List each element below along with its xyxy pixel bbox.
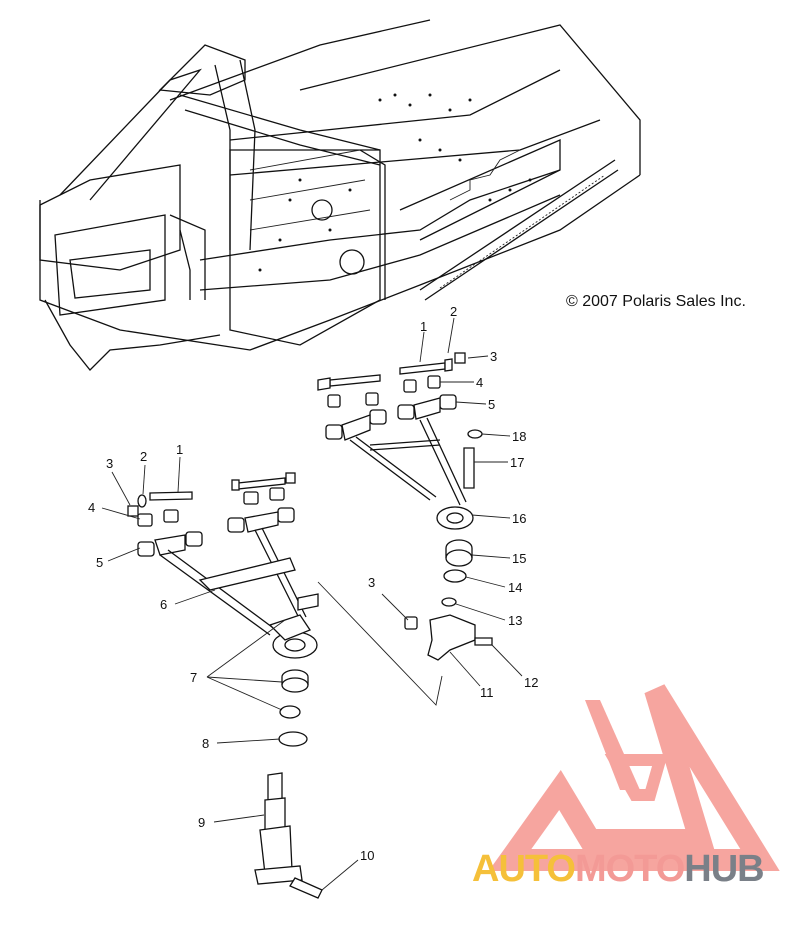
copyright-text: © 2007 Polaris Sales Inc.	[566, 293, 746, 310]
brand-part-moto: MOTO	[574, 848, 685, 890]
callout-18: 18	[512, 429, 526, 444]
callout-15: 15	[512, 551, 526, 566]
callout-2-upper: 2	[450, 304, 457, 319]
bolt-right	[399, 358, 453, 375]
callout-8: 8	[202, 736, 209, 751]
callout-13: 13	[508, 613, 522, 628]
watermark-logo	[488, 684, 780, 871]
callout-4-upper: 4	[476, 375, 483, 390]
callout-3-left: 3	[106, 456, 113, 471]
callout-5-left: 5	[96, 555, 103, 570]
callout-9: 9	[198, 815, 205, 830]
callout-17: 17	[510, 455, 524, 470]
callout-11: 11	[480, 685, 494, 700]
callout-1-left: 1	[176, 442, 183, 457]
brand-part-hub: HUB	[684, 848, 764, 890]
callout-12: 12	[524, 675, 538, 690]
brand-part-auto: AUTO	[472, 848, 576, 890]
callout-5-upper: 5	[488, 397, 495, 412]
chassis-frame	[39, 19, 641, 371]
callout-4-left: 4	[88, 500, 95, 515]
nut	[454, 352, 466, 364]
callout-2-left: 2	[140, 449, 147, 464]
lower-a-arm-assembly	[127, 472, 323, 899]
bolt-left	[317, 374, 381, 391]
callout-16: 16	[512, 511, 526, 526]
callout-labels: 1 2 3 4 5 18 17 16 15 14 13 12 11 3 3 2 …	[88, 304, 538, 863]
callout-6: 6	[160, 597, 167, 612]
callout-1-upper: 1	[420, 319, 427, 334]
callout-10: 10	[360, 848, 374, 863]
leader-lines	[101, 317, 523, 891]
callout-3-mid: 3	[368, 575, 375, 590]
callout-7: 7	[190, 670, 197, 685]
upper-a-arm-assembly	[317, 352, 493, 661]
callout-3-upper: 3	[490, 349, 497, 364]
callout-14: 14	[508, 580, 522, 595]
watermark-brand-text: AUTOMOTOHUB	[472, 848, 765, 891]
